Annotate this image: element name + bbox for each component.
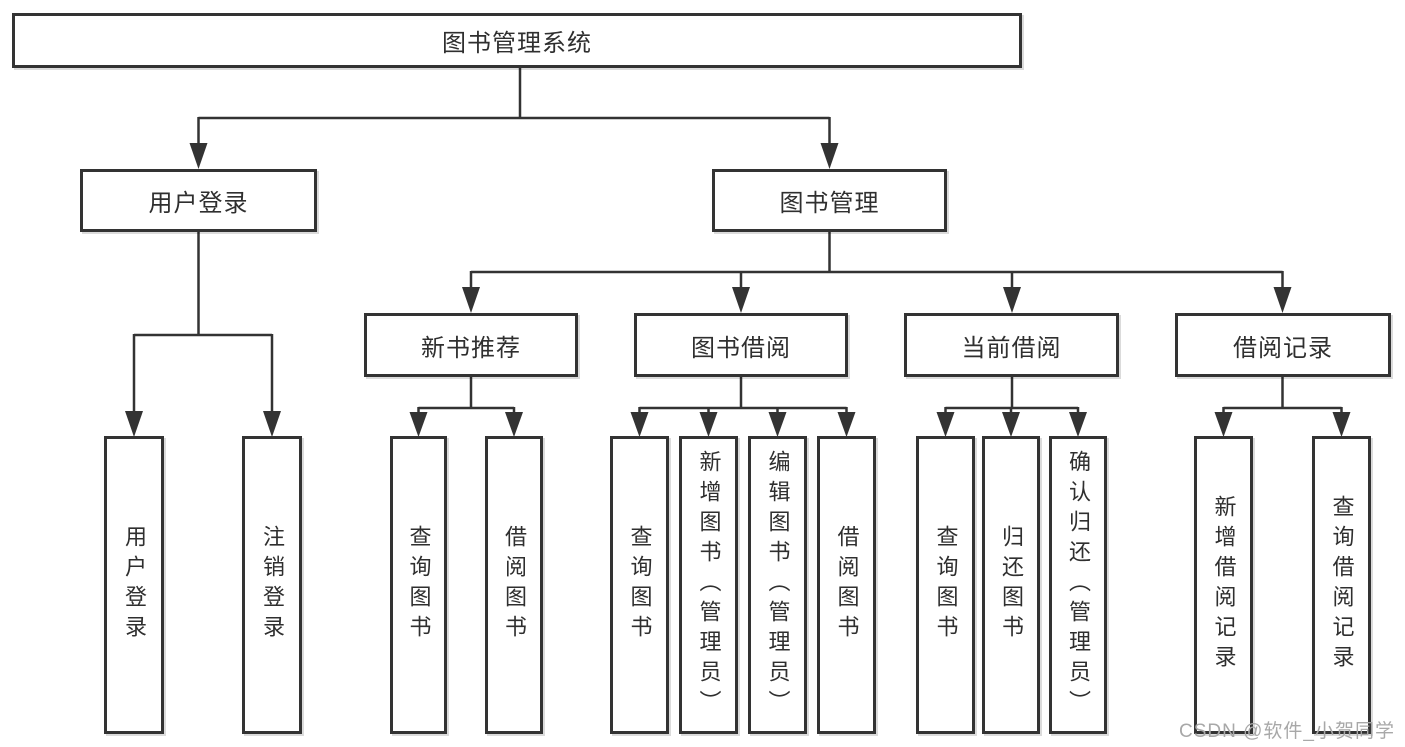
leaf-user-login: 用户登录 <box>104 436 164 734</box>
node-library-system: 图书管理系统 <box>12 13 1022 68</box>
node-new-book-recommend: 新书推荐 <box>364 313 578 377</box>
leaf-newbooks-query-books: 查询图书 <box>390 436 447 734</box>
node-book-borrow: 图书借阅 <box>634 313 848 377</box>
node-current-borrow: 当前借阅 <box>904 313 1119 377</box>
leaf-records-add-record: 新增借阅记录 <box>1194 436 1253 734</box>
leaf-newbooks-borrow-books: 借阅图书 <box>485 436 543 734</box>
leaf-borrow-edit-book-admin: 编辑图书（管理员） <box>748 436 807 734</box>
watermark: CSDN @软件_小贺同学 <box>1179 716 1395 743</box>
leaf-borrow-add-book-admin: 新增图书（管理员） <box>679 436 738 734</box>
leaf-logout: 注销登录 <box>242 436 302 734</box>
leaf-records-query-record: 查询借阅记录 <box>1312 436 1371 734</box>
node-user-login-branch: 用户登录 <box>80 169 317 232</box>
leaf-borrow-borrow-books: 借阅图书 <box>817 436 876 734</box>
leaf-current-query-books: 查询图书 <box>916 436 975 734</box>
leaf-borrow-query-books: 查询图书 <box>610 436 669 734</box>
node-borrow-records: 借阅记录 <box>1175 313 1391 377</box>
node-book-management: 图书管理 <box>712 169 947 232</box>
leaf-current-confirm-return-admin: 确认归还（管理员） <box>1049 436 1107 734</box>
leaf-current-return-books: 归还图书 <box>982 436 1040 734</box>
